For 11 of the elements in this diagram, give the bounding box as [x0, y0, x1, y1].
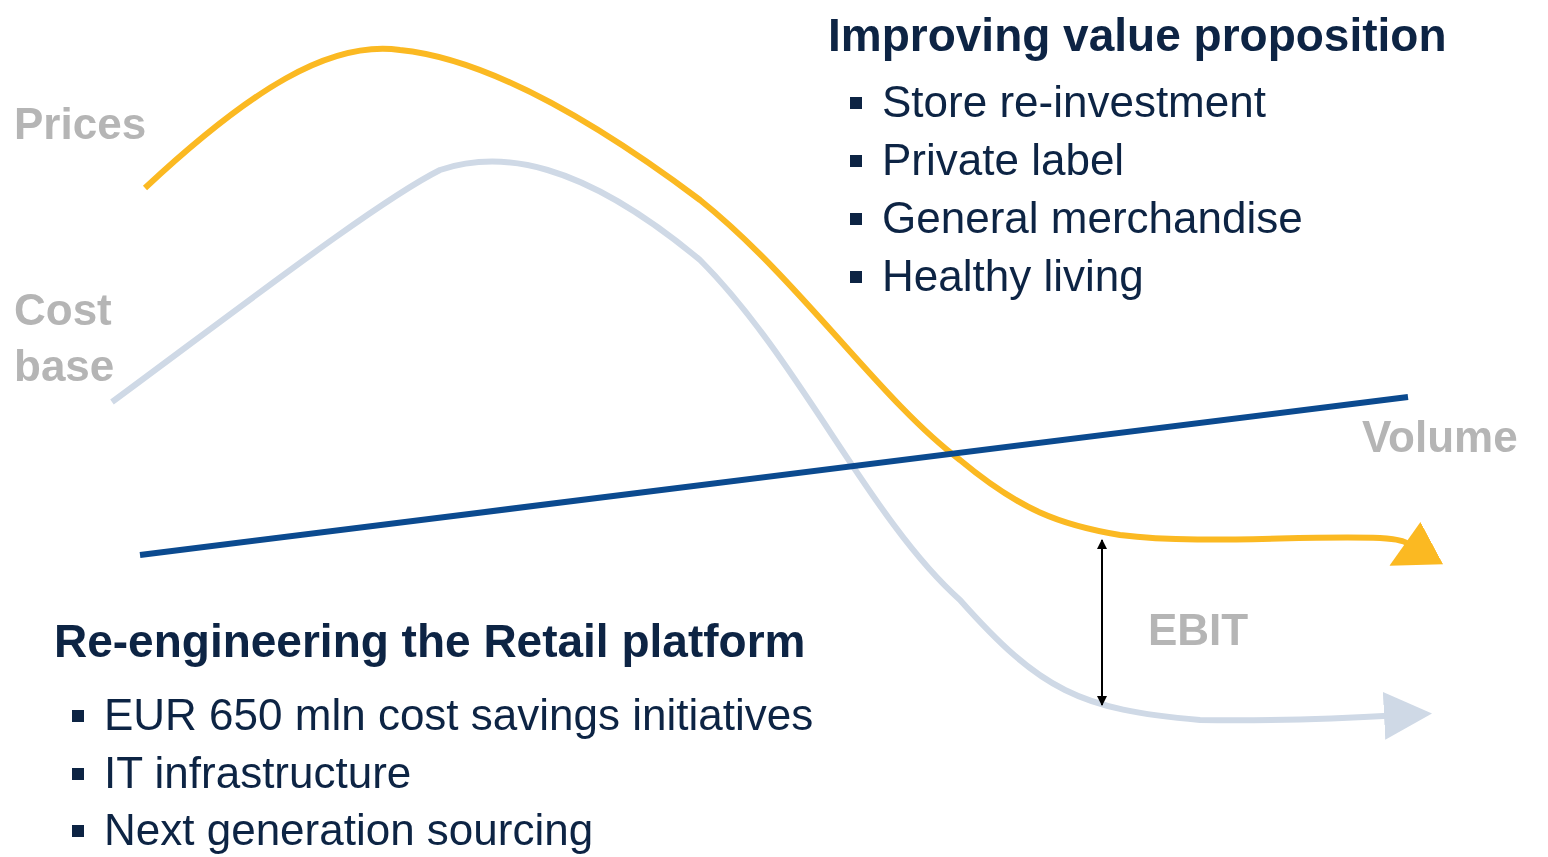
curve-label: Volume [1362, 415, 1518, 459]
bullet-item: Healthy living [850, 254, 1144, 298]
bullet-item: General merchandise [850, 196, 1303, 240]
bullet-item: Private label [850, 138, 1125, 182]
bullet-item: EUR 650 mln cost savings initiatives [72, 693, 814, 737]
bullet-item: Store re-investment [850, 80, 1266, 124]
dimension-label: EBIT [1148, 608, 1249, 652]
bullet-item: Next generation sourcing [72, 808, 594, 852]
bullet-item: IT infrastructure [72, 751, 412, 795]
curve-label: Cost base [14, 284, 116, 392]
curve-label: Prices [14, 102, 147, 146]
